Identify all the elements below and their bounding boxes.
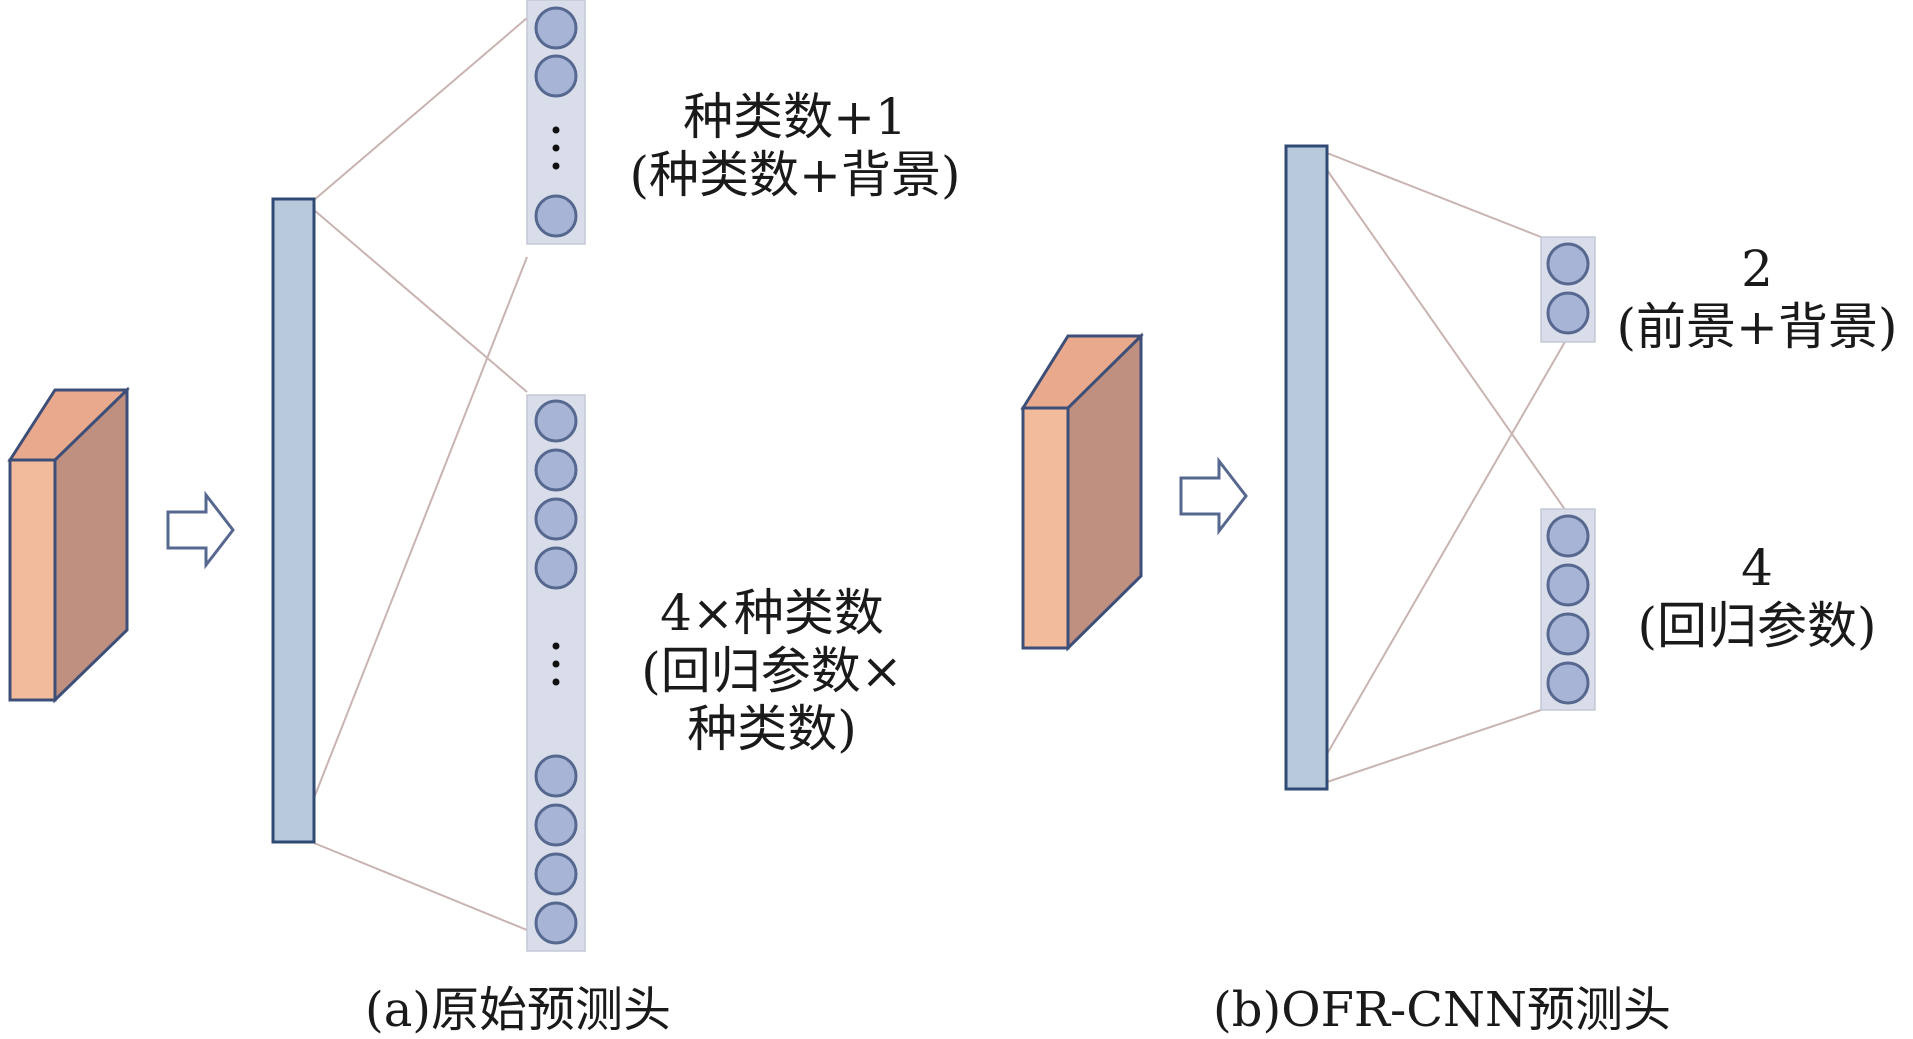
connector-a-4	[313, 842, 528, 931]
node	[534, 54, 578, 98]
node	[534, 901, 578, 945]
connector-b-3	[1326, 339, 1567, 755]
feature-map-b-front	[1021, 406, 1070, 650]
feature-map-a	[7, 386, 130, 704]
cls-label-b: 2 (前景+背景)	[1617, 240, 1898, 356]
connector-b-1	[1326, 152, 1542, 238]
ellipsis-dot	[552, 162, 560, 170]
reg-label-a-line-3: 种类数)	[687, 700, 857, 758]
node	[534, 448, 578, 492]
reg-label-a: 4×种类数 (回归参数× 种类数)	[641, 584, 902, 758]
ellipsis-dot	[552, 678, 560, 686]
ellipsis-dot	[552, 144, 560, 152]
node	[534, 6, 578, 50]
node	[534, 194, 578, 238]
ellipsis-dot	[552, 642, 560, 650]
reg-label-a-line-1: 4×种类数	[660, 584, 884, 642]
node	[1546, 661, 1590, 705]
node	[534, 852, 578, 896]
node	[1546, 291, 1590, 335]
connector-b-2	[1326, 169, 1567, 512]
node	[534, 546, 578, 590]
reg-label-b-line-2: (回归参数)	[1637, 597, 1877, 655]
cls-label-a-line-2: (种类数+背景)	[629, 146, 961, 204]
cls-node-column-a	[526, 0, 586, 245]
arrow-a-icon	[166, 490, 235, 570]
connectors-a	[313, 17, 528, 931]
cls-label-a-line-1: 种类数+1	[683, 88, 907, 146]
cls-label-b-line-1: 2	[1741, 240, 1773, 298]
connectors-b	[1326, 152, 1567, 783]
panel-a	[7, 0, 586, 952]
fc-layer-a	[271, 197, 316, 844]
node	[534, 399, 578, 443]
cls-node-column-b	[1540, 236, 1596, 343]
node	[1546, 514, 1590, 558]
node	[1546, 612, 1590, 656]
fc-layer-b	[1284, 144, 1329, 791]
panel-b	[1020, 144, 1596, 791]
node	[534, 754, 578, 798]
arrow-b-icon	[1179, 456, 1248, 536]
connector-b-4	[1326, 709, 1542, 783]
ellipsis-dot	[552, 126, 560, 134]
reg-label-b-line-1: 4	[1741, 539, 1773, 597]
reg-node-column-a	[526, 394, 586, 952]
node	[534, 497, 578, 541]
connector-a-2	[313, 209, 528, 393]
connector-a-1	[313, 17, 528, 201]
reg-label-a-line-2: (回归参数×	[641, 642, 903, 700]
reg-label-b: 4 (回归参数)	[1637, 539, 1876, 655]
ellipsis-dot	[552, 660, 560, 668]
caption-b: (b)OFR-CNN预测头	[1213, 982, 1671, 1038]
node	[1546, 242, 1590, 286]
node	[1546, 563, 1590, 607]
node	[534, 803, 578, 847]
cls-label-b-line-2: (前景+背景)	[1616, 298, 1898, 356]
feature-map-b	[1020, 332, 1144, 652]
reg-node-column-b	[1540, 508, 1596, 711]
caption-a: (a)原始预测头	[364, 982, 672, 1038]
feature-map-a-front	[8, 458, 57, 702]
cls-label-a: 种类数+1 (种类数+背景)	[630, 88, 961, 204]
connector-a-3	[313, 256, 528, 799]
